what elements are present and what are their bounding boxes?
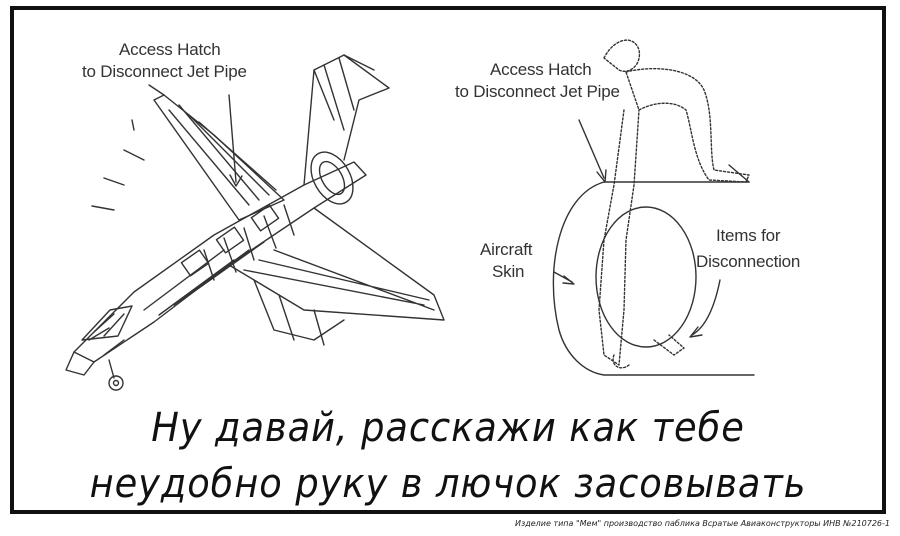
technical-drawing xyxy=(65,39,755,391)
skin-label-line2: Skin xyxy=(492,262,525,281)
aircraft-illustration xyxy=(65,54,445,391)
left-label-line1: Access Hatch xyxy=(119,40,221,59)
right-label-line2: to Disconnect Jet Pipe xyxy=(455,82,620,101)
meme-frame: Access Hatch to Disconnect Jet Pipe Acce… xyxy=(10,6,886,514)
right-label-line1: Access Hatch xyxy=(490,60,592,79)
caption-line2: неудобно руку в лючок засовывать xyxy=(89,461,807,507)
cross-section-illustration xyxy=(552,39,755,376)
footer-credit: Изделие типа "Мем" производство паблика … xyxy=(514,519,890,528)
caption-line1: Ну давай, расскажи как тебе xyxy=(151,405,745,451)
left-label-line2: to Disconnect Jet Pipe xyxy=(82,62,247,81)
items-label-line2: Disconnection xyxy=(696,252,801,271)
skin-label-line1: Aircraft xyxy=(480,240,533,259)
items-label-line1: Items for xyxy=(716,226,781,245)
